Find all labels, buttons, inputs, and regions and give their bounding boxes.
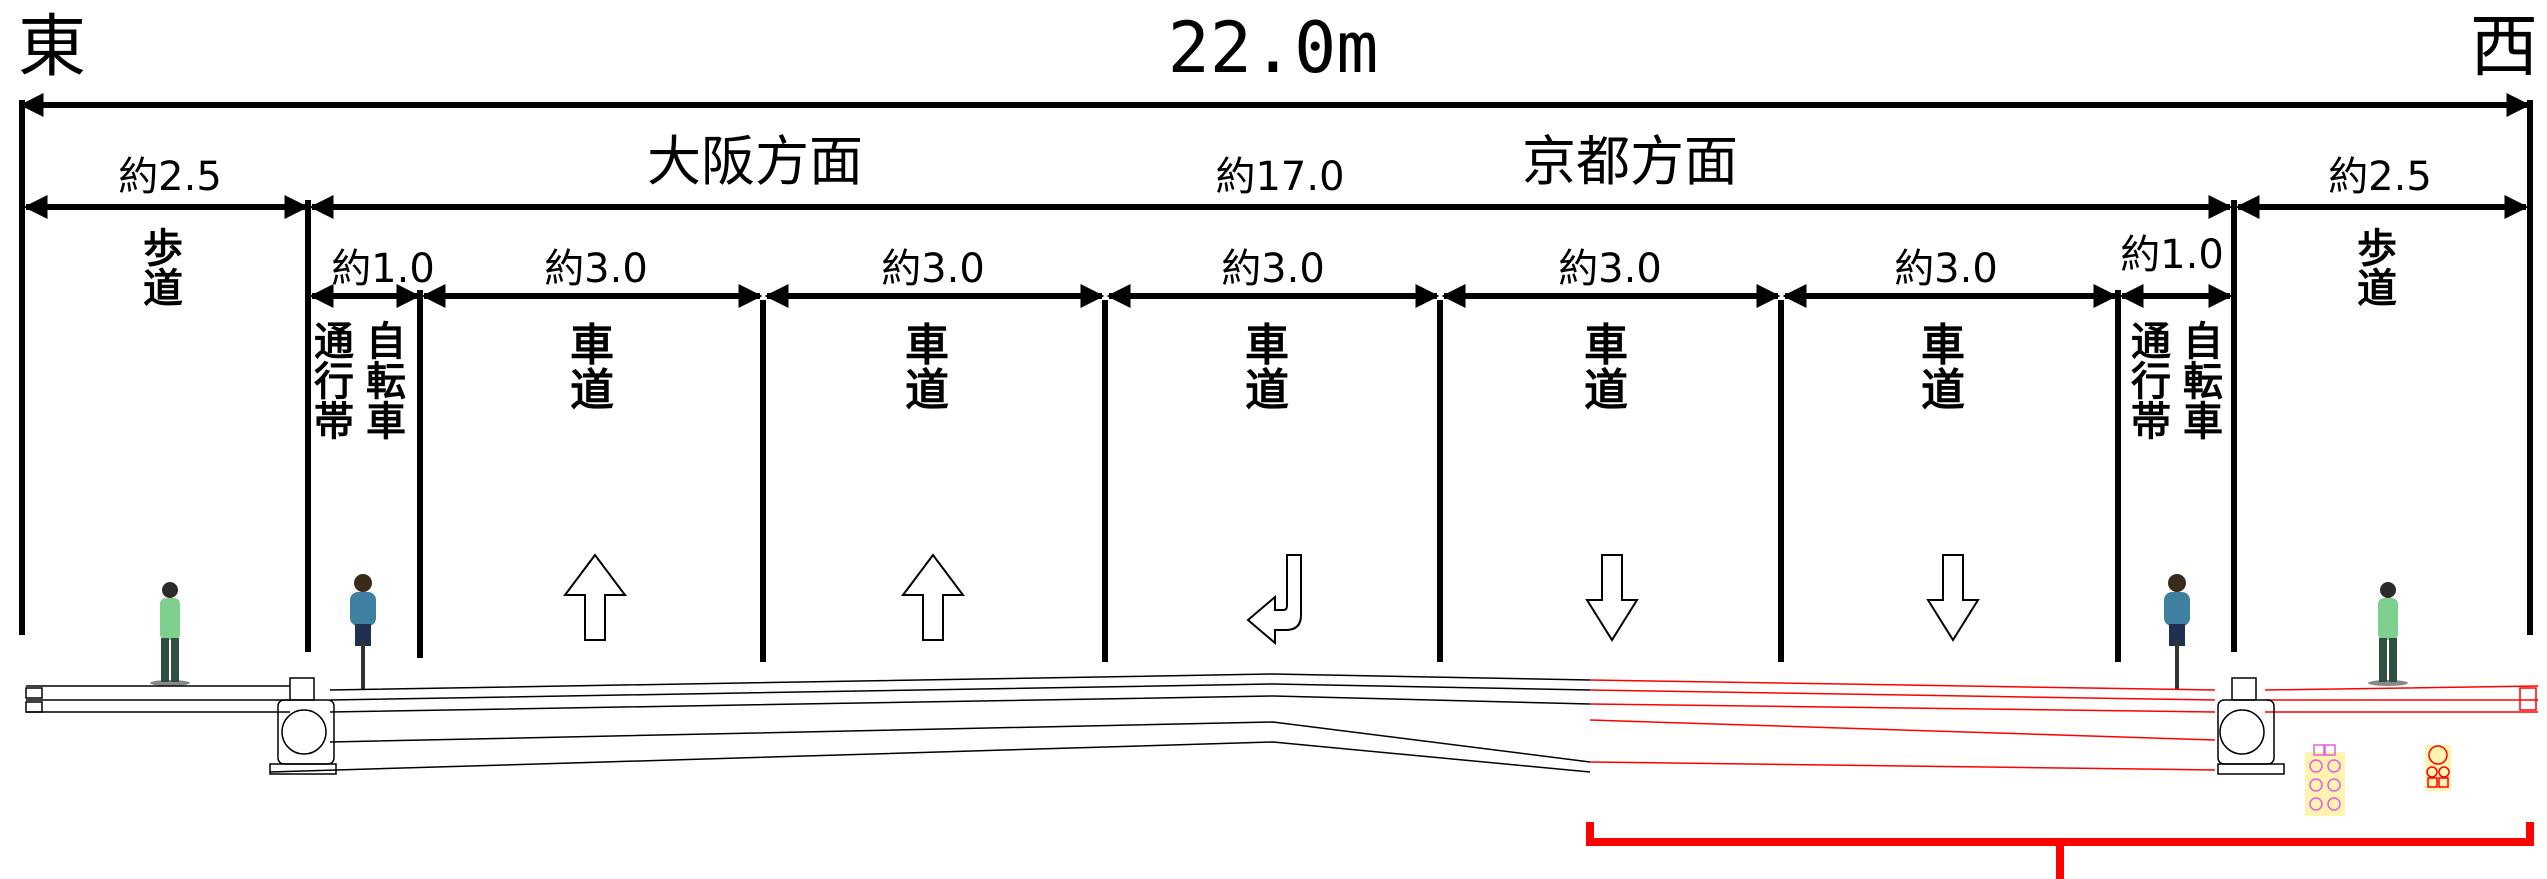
pavement-section-red: [1589, 679, 2539, 771]
svg-text:車: 車: [1245, 320, 1289, 371]
svg-text:車: 車: [1584, 320, 1628, 371]
lane-4-dimension: 約3.0: [1558, 246, 1662, 292]
sidewalk-right-label: 歩 道: [2357, 226, 2397, 312]
svg-text:車: 車: [905, 320, 949, 371]
pavement-section-black: [25, 673, 1591, 775]
utility-conduit-bank-icon: [2305, 744, 2345, 816]
svg-text:道: 道: [1584, 365, 1628, 416]
carriageway-dimension: 約17.0: [1215, 154, 1344, 200]
roadway-label-1: 車 道: [570, 320, 614, 416]
total-width-label: 22.0m: [1168, 7, 1379, 89]
east-label: 東: [18, 8, 86, 87]
lane-3-dimension: 約3.0: [1221, 246, 1325, 292]
svg-text:帯: 帯: [314, 399, 354, 445]
sidewalk-right-dimension: 約2.5: [2328, 154, 2432, 200]
bike-right-dimension: 約1.0: [2120, 232, 2224, 278]
svg-text:歩: 歩: [2357, 226, 2397, 272]
svg-text:車: 車: [2183, 399, 2223, 445]
curb-right: [2217, 677, 2285, 775]
lane-2-dimension: 約3.0: [881, 246, 985, 292]
svg-text:道: 道: [1245, 365, 1289, 416]
bike-lane-left-label: 通 行 帯 自 転 車: [314, 319, 406, 445]
kyoto-direction-label: 京都方面: [1522, 130, 1738, 193]
arrow-up-icon: [563, 553, 627, 641]
svg-text:道: 道: [905, 365, 949, 416]
pedestrian-right-icon: [2368, 582, 2408, 686]
svg-text:転: 転: [366, 359, 406, 405]
svg-text:道: 道: [1921, 365, 1965, 416]
lane-1-dimension: 約3.0: [544, 246, 648, 292]
svg-text:行: 行: [314, 359, 354, 405]
osaka-direction-label: 大阪方面: [647, 130, 863, 193]
svg-text:通: 通: [2131, 319, 2171, 365]
arrow-up-icon: [901, 553, 965, 641]
svg-text:帯: 帯: [2131, 399, 2171, 445]
svg-text:行: 行: [2131, 359, 2171, 405]
roadway-label-2: 車 道: [905, 320, 949, 416]
cyclist-right-icon: [2164, 574, 2190, 690]
svg-text:歩: 歩: [143, 226, 183, 272]
svg-text:道: 道: [143, 266, 183, 312]
svg-text:車: 車: [366, 399, 406, 445]
lane-5-dimension: 約3.0: [1894, 246, 1998, 292]
roadway-label-4: 車 道: [1584, 320, 1628, 416]
arrow-down-icon: [1926, 554, 1980, 642]
west-label: 西: [2470, 8, 2538, 87]
bike-lane-right-label: 通 行 帯 自 転 車: [2131, 319, 2223, 445]
roadway-label-3: 車 道: [1245, 320, 1289, 416]
svg-text:道: 道: [2357, 266, 2397, 312]
pedestrian-left-icon: [150, 582, 190, 686]
roadway-label-5: 車 道: [1921, 320, 1965, 416]
bike-left-dimension: 約1.0: [331, 246, 435, 292]
svg-text:自: 自: [366, 319, 406, 365]
highlight-bracket: [1586, 822, 2534, 879]
svg-text:通: 通: [314, 319, 354, 365]
arrow-turn-left-icon: [1246, 554, 1302, 646]
svg-text:自: 自: [2183, 319, 2223, 365]
utility-pipe-icon: [2425, 745, 2451, 791]
arrow-down-icon: [1585, 554, 1639, 642]
svg-text:車: 車: [570, 320, 614, 371]
svg-text:転: 転: [2183, 359, 2223, 405]
sidewalk-left-label: 歩 道: [143, 226, 183, 312]
sidewalk-left-dimension: 約2.5: [118, 154, 222, 200]
cyclist-left-icon: [350, 574, 376, 690]
svg-text:車: 車: [1921, 320, 1965, 371]
svg-text:道: 道: [570, 365, 614, 416]
